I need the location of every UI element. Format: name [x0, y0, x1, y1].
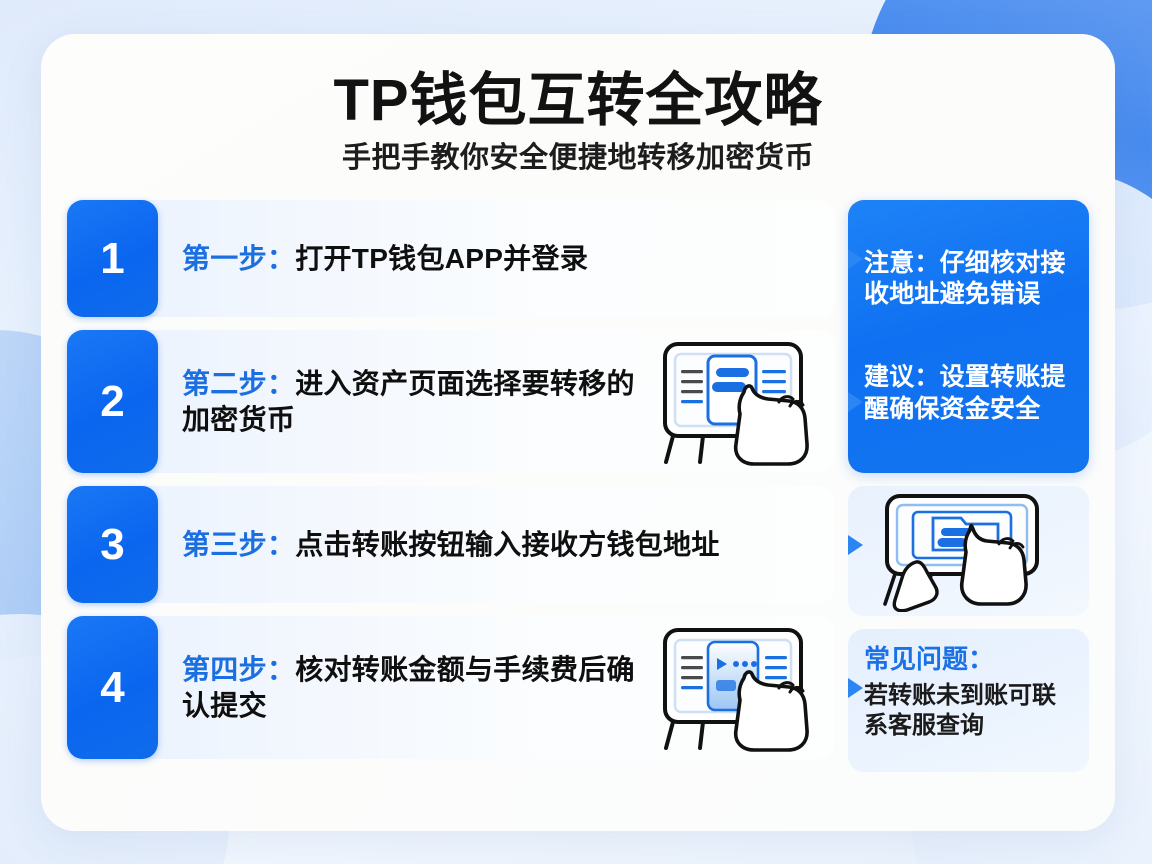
step-description: 进入资产页面选择要转移的加密货币 [182, 367, 635, 435]
page-title: TP钱包互转全攻略 [333, 68, 823, 133]
faq-panel: 常见问题： 若转账未到账可联系客服查询 [848, 629, 1089, 772]
step-body: 第一步：打开TP钱包APP并登录 [158, 200, 835, 317]
step-text-block: 第二步：进入资产页面选择要转移的加密货币 [182, 366, 637, 438]
header: TP钱包互转全攻略 手把手教你安全便捷地转移加密货币 [41, 34, 1115, 175]
step-label: 第二步： [182, 367, 296, 399]
step-number-badge: 3 [67, 486, 158, 603]
page-subtitle: 手把手教你安全便捷地转移加密货币 [341, 141, 814, 174]
step-text-block: 第一步：打开TP钱包APP并登录 [182, 241, 588, 277]
step-body: 第二步：进入资产页面选择要转移的加密货币 [158, 330, 645, 473]
notice-panel: 注意：仔细核对接收地址避免错误 建议：设置转账提醒确保资金安全 [848, 200, 1089, 473]
step-label: 第一步： [182, 242, 296, 274]
tablet-hand-tap-icon [645, 330, 835, 473]
step-number-badge: 4 [67, 616, 158, 759]
step-label: 第四步： [182, 653, 296, 685]
step-arrow-icon [848, 391, 863, 412]
tablet-two-hands-icon [848, 486, 1089, 616]
step-description: 点击转账按钮输入接收方钱包地址 [295, 528, 720, 560]
tablet-hand-confirm-icon [645, 616, 835, 759]
step-arrow-icon [848, 677, 863, 698]
side-column: 注意：仔细核对接收地址避免错误 建议：设置转账提醒确保资金安全 [848, 200, 1089, 772]
step-description: 打开TP钱包APP并登录 [295, 242, 589, 274]
steps-column: 1 第一步：打开TP钱包APP并登录 2 第二步：进入资产页面选择要转移的加密货… [67, 200, 863, 772]
body-area: 1 第一步：打开TP钱包APP并登录 2 第二步：进入资产页面选择要转移的加密货… [67, 200, 1089, 772]
step-row[interactable]: 4 第四步：核对转账金额与手续费后确认提交 [67, 616, 863, 759]
step-number-badge: 1 [67, 200, 158, 317]
step-row[interactable]: 1 第一步：打开TP钱包APP并登录 [67, 200, 863, 317]
step-body: 第三步：点击转账按钮输入接收方钱包地址 [158, 486, 835, 603]
step-row[interactable]: 2 第二步：进入资产页面选择要转移的加密货币 [67, 330, 863, 473]
step-body: 第四步：核对转账金额与手续费后确认提交 [158, 616, 645, 759]
main-card: TP钱包互转全攻略 手把手教你安全便捷地转移加密货币 1 第一步：打开TP钱包A… [41, 34, 1115, 831]
step-number-badge: 2 [67, 330, 158, 473]
notice-text: 注意：仔细核对接收地址避免错误 [864, 248, 1066, 309]
step-text-block: 第三步：点击转账按钮输入接收方钱包地址 [182, 527, 720, 563]
step-row[interactable]: 3 第三步：点击转账按钮输入接收方钱包地址 [67, 486, 863, 603]
faq-text: 若转账未到账可联系客服查询 [864, 681, 1056, 739]
step-arrow-icon [848, 534, 863, 555]
step-label: 第三步： [182, 528, 296, 560]
advice-text: 建议：设置转账提醒确保资金安全 [864, 363, 1066, 423]
faq-title: 常见问题： [864, 644, 995, 674]
step-arrow-icon [848, 248, 863, 269]
step-description: 核对转账金额与手续费后确认提交 [182, 653, 635, 721]
step-text-block: 第四步：核对转账金额与手续费后确认提交 [182, 652, 637, 724]
